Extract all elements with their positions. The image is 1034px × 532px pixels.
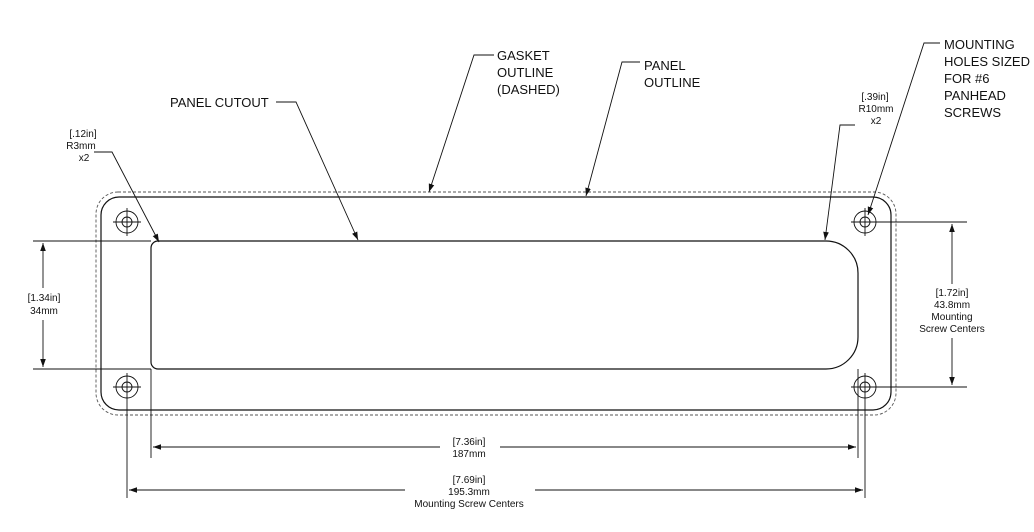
- dim-corner-large-in: [.39in]: [861, 92, 888, 103]
- dim-corner-small-count: x2: [79, 153, 90, 164]
- gasket-outline: [95, 191, 897, 416]
- dim-width-screws-label: Mounting Screw Centers: [414, 499, 524, 510]
- panel-outline: [100, 196, 892, 411]
- callout-panel-cutout: PANEL CUTOUT: [170, 95, 269, 110]
- callout-holes-line-5: SCREWS: [944, 105, 1001, 120]
- dim-corner-small-mm: R3mm: [66, 141, 95, 152]
- dim-height-screws-mm: 43.8mm: [934, 300, 970, 311]
- dim-corner-large-mm: R10mm: [858, 104, 893, 115]
- mounting-hole-top-right: [851, 208, 879, 236]
- mounting-hole-top-left: [113, 208, 141, 236]
- leader-mounting-holes: [867, 42, 940, 216]
- dim-width-screws-in: [7.69in]: [453, 475, 486, 486]
- callout-panel-outline-line-1: PANEL: [644, 58, 686, 73]
- callout-gasket-line-2: OUTLINE: [497, 65, 554, 80]
- leader-corner-large: [823, 124, 855, 241]
- dim-height-screws-in: [1.72in]: [936, 288, 969, 299]
- leader-panel-outline: [585, 61, 640, 197]
- callout-panel-outline-line-2: OUTLINE: [644, 75, 701, 90]
- dim-width-screws-mm: 195.3mm: [448, 487, 490, 498]
- callout-holes-line-1: MOUNTING: [944, 37, 1015, 52]
- dim-height-cutout-mm: 34mm: [30, 306, 58, 317]
- leader-gasket: [428, 54, 494, 193]
- leader-panel-cutout: [276, 101, 359, 241]
- extension-lines: [33, 221, 967, 498]
- dim-height-cutout-in: [1.34in]: [28, 293, 61, 304]
- dim-corner-small-in: [.12in]: [69, 129, 96, 140]
- callout-gasket-line-3: (DASHED): [497, 82, 560, 97]
- dim-width-cutout-mm: 187mm: [452, 449, 485, 460]
- callout-gasket-line-1: GASKET: [497, 48, 550, 63]
- dim-corner-large-count: x2: [871, 116, 882, 127]
- panel-cutout: [150, 240, 859, 370]
- callout-holes-line-3: FOR #6: [944, 71, 990, 86]
- leader-corner-small: [94, 151, 160, 243]
- dim-height-screws-label-2: Screw Centers: [919, 324, 985, 335]
- mounting-hole-bottom-right: [851, 373, 879, 401]
- callout-holes-line-4: PANHEAD: [944, 88, 1006, 103]
- dim-height-screws-label-1: Mounting: [931, 312, 972, 323]
- dim-width-cutout-in: [7.36in]: [453, 437, 486, 448]
- callout-holes-line-2: HOLES SIZED: [944, 54, 1030, 69]
- mounting-hole-bottom-left: [113, 373, 141, 401]
